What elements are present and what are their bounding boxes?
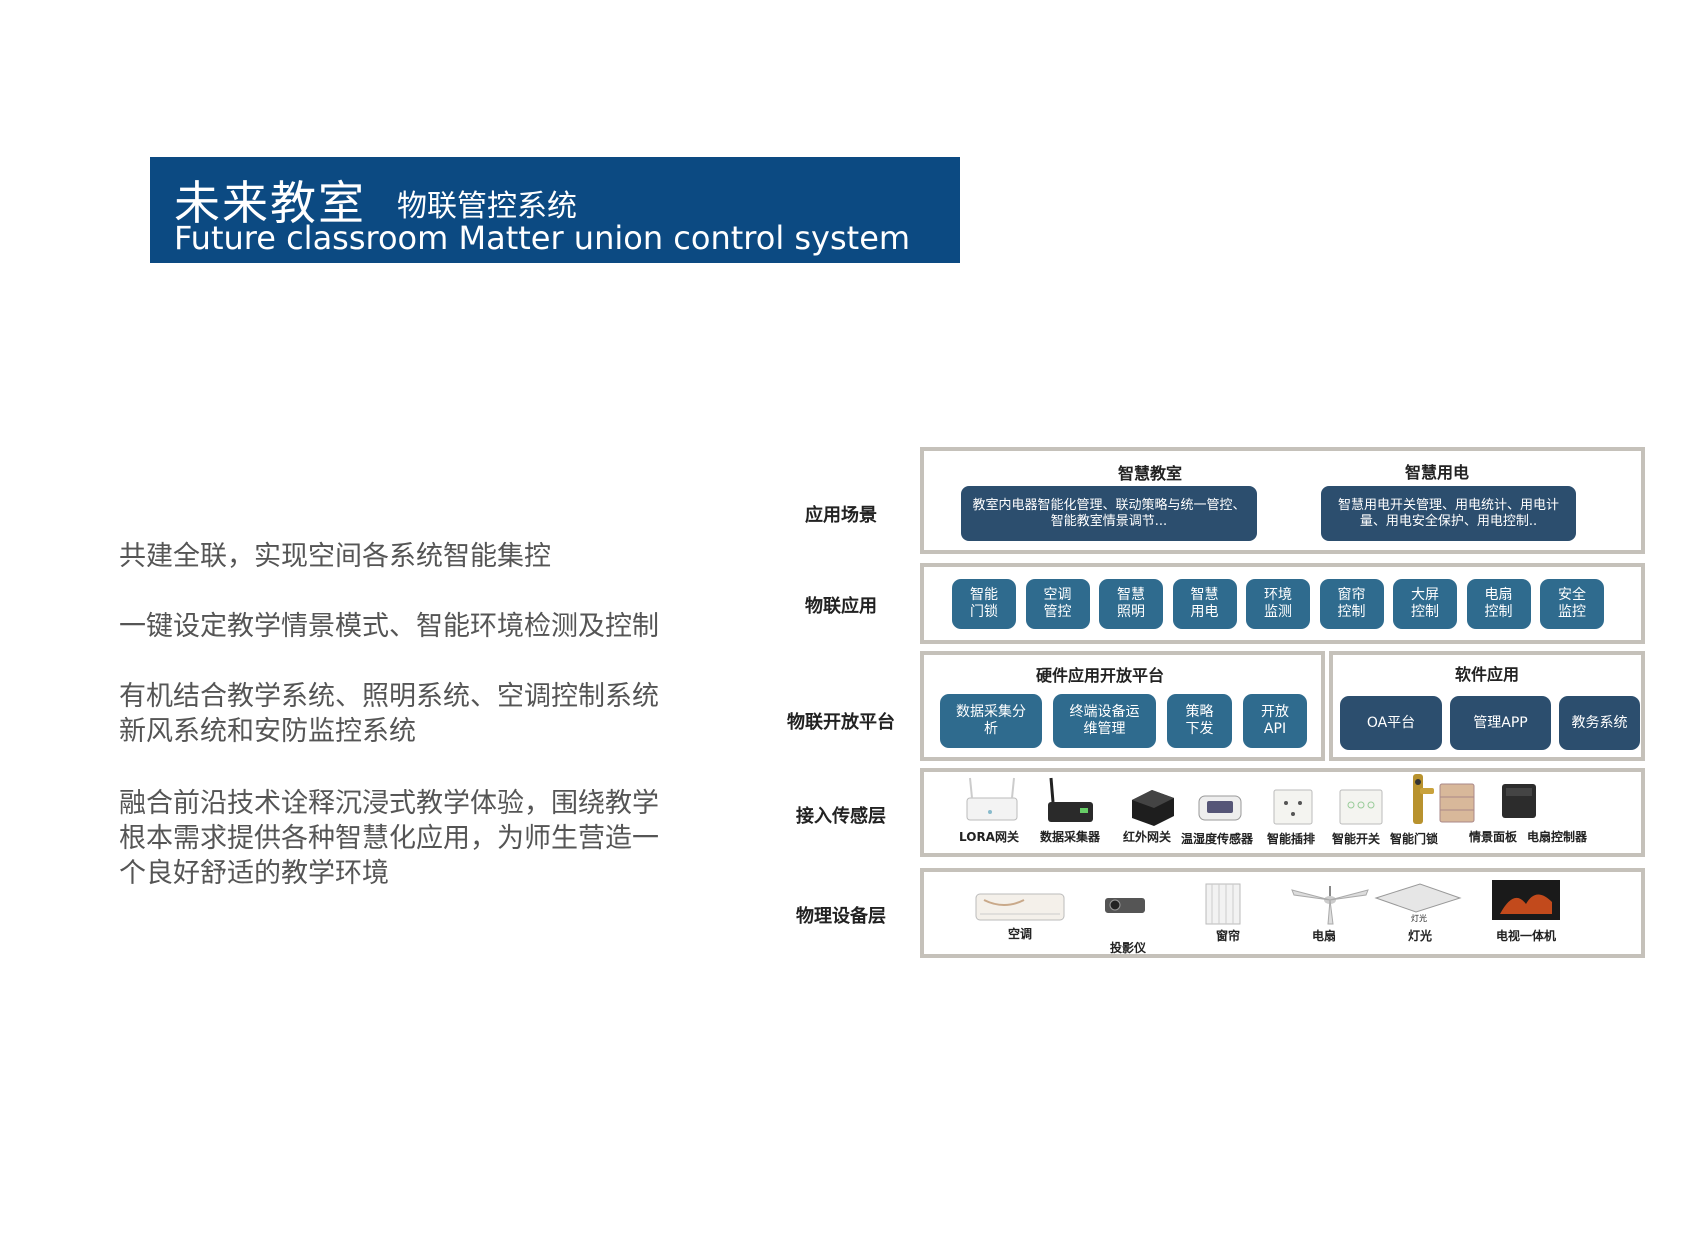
physical-label-fan: 电扇 bbox=[1311, 929, 1337, 943]
hw-item-device-ops: 终端设备运 维管理 bbox=[1053, 694, 1156, 748]
curtain-icon bbox=[1205, 883, 1241, 925]
scene-panel-icon bbox=[1439, 783, 1475, 823]
sensing-label-switch: 智能开关 bbox=[1331, 832, 1381, 846]
fan-controller-icon bbox=[1502, 784, 1536, 818]
ceiling-fan-icon bbox=[1291, 886, 1369, 925]
data-collector-icon bbox=[1048, 777, 1093, 822]
sensing-devices-illustrations bbox=[966, 774, 1536, 826]
desc-line-4: 融合前沿技术诠释沉浸式教学体验，围绕教学 根本需求提供各种智慧化应用，为师生营造… bbox=[119, 788, 659, 889]
title-banner: 未来教室 物联管控系统 Future classroom Matter unio… bbox=[150, 157, 960, 263]
desc-line-3: 有机结合教学系统、照明系统、空调控制系统 新风系统和安防监控系统 bbox=[119, 681, 659, 747]
app-item: 智能 门锁 bbox=[952, 579, 1016, 629]
physical-label-light: 灯光 bbox=[1407, 929, 1433, 943]
layer-label-scenario: 应用场景 bbox=[805, 505, 877, 526]
temp-humidity-sensor-icon bbox=[1198, 795, 1242, 821]
smart-switch-icon bbox=[1339, 789, 1383, 825]
hw-item-data-analysis: 数据采集分 析 bbox=[940, 694, 1042, 748]
light-tag: 灯光 bbox=[1411, 914, 1427, 923]
physical-label-projector: 投影仪 bbox=[1109, 941, 1147, 955]
app-item: 空调 管控 bbox=[1025, 579, 1090, 629]
physical-label-curtain: 窗帘 bbox=[1215, 929, 1241, 943]
app-item: 环境 监测 bbox=[1246, 579, 1310, 629]
hw-item-open-api: 开放 API bbox=[1243, 694, 1307, 748]
sensing-label-lora: LORA网关 bbox=[959, 830, 1019, 844]
sw-item-app: 管理APP bbox=[1450, 696, 1551, 750]
hw-item-strategy: 策略 下发 bbox=[1167, 694, 1232, 748]
sensing-label-socket: 智能插排 bbox=[1266, 832, 1316, 846]
sensing-label-collector: 数据采集器 bbox=[1039, 830, 1101, 844]
ir-gateway-icon bbox=[1132, 790, 1174, 826]
physical-label-ac: 空调 bbox=[1007, 927, 1033, 941]
scenario-right-title: 智慧用电 bbox=[1404, 463, 1469, 482]
desc-line-1: 共建全联，实现空间各系统智能集控 bbox=[119, 541, 551, 572]
sensing-label-scene-panel: 情景面板 bbox=[1468, 830, 1518, 844]
app-item: 智慧 用电 bbox=[1172, 579, 1237, 629]
desc-line-2: 一键设定教学情景模式、智能环境检测及控制 bbox=[119, 611, 659, 642]
title-main: 未来教室 bbox=[174, 176, 366, 230]
scenario-left-box: 教室内电器智能化管理、联动策略与统一管控、智能教室情景调节... bbox=[961, 486, 1257, 541]
physical-label-tv: 电视一体机 bbox=[1495, 929, 1557, 943]
sw-item-academic: 教务系统 bbox=[1559, 696, 1640, 750]
app-item: 电扇 控制 bbox=[1466, 579, 1531, 629]
physical-devices-illustrations bbox=[975, 880, 1560, 925]
sensing-label-fan-controller: 电扇控制器 bbox=[1526, 830, 1588, 844]
app-item: 智慧 照明 bbox=[1099, 579, 1163, 629]
app-item: 窗帘 控制 bbox=[1319, 579, 1384, 629]
scenario-left-title: 智慧教室 bbox=[1117, 464, 1182, 483]
air-conditioner-icon bbox=[975, 893, 1065, 921]
sensing-label-ir-gateway: 红外网关 bbox=[1122, 830, 1172, 844]
sensing-label-temp-humidity: 温湿度传感器 bbox=[1180, 832, 1254, 846]
app-item: 安全 监控 bbox=[1540, 579, 1604, 629]
title-english: Future classroom Matter union control sy… bbox=[174, 219, 911, 257]
smart-socket-icon bbox=[1273, 789, 1313, 825]
tv-icon bbox=[1492, 880, 1560, 920]
layer-label-physical: 物理设备层 bbox=[796, 906, 886, 927]
layer-label-sensing: 接入传感层 bbox=[796, 806, 886, 827]
sw-item-oa: OA平台 bbox=[1340, 696, 1442, 750]
layer-label-platform: 物联开放平台 bbox=[787, 712, 895, 733]
scenario-right-box: 智慧用电开关管理、用电统计、用电计量、用电安全保护、用电控制.. bbox=[1321, 486, 1576, 541]
smart-lock-icon bbox=[1413, 774, 1434, 824]
projector-icon bbox=[1105, 898, 1145, 913]
panel-light-icon bbox=[1374, 883, 1462, 913]
hardware-platform-title: 硬件应用开放平台 bbox=[1035, 666, 1164, 685]
lora-gateway-icon bbox=[966, 777, 1018, 821]
software-title: 软件应用 bbox=[1454, 665, 1519, 684]
app-item: 大屏 控制 bbox=[1393, 579, 1457, 629]
layer-label-apps: 物联应用 bbox=[805, 596, 877, 617]
sensing-label-lock: 智能门锁 bbox=[1389, 832, 1439, 846]
title-sub: 物联管控系统 bbox=[397, 189, 577, 224]
